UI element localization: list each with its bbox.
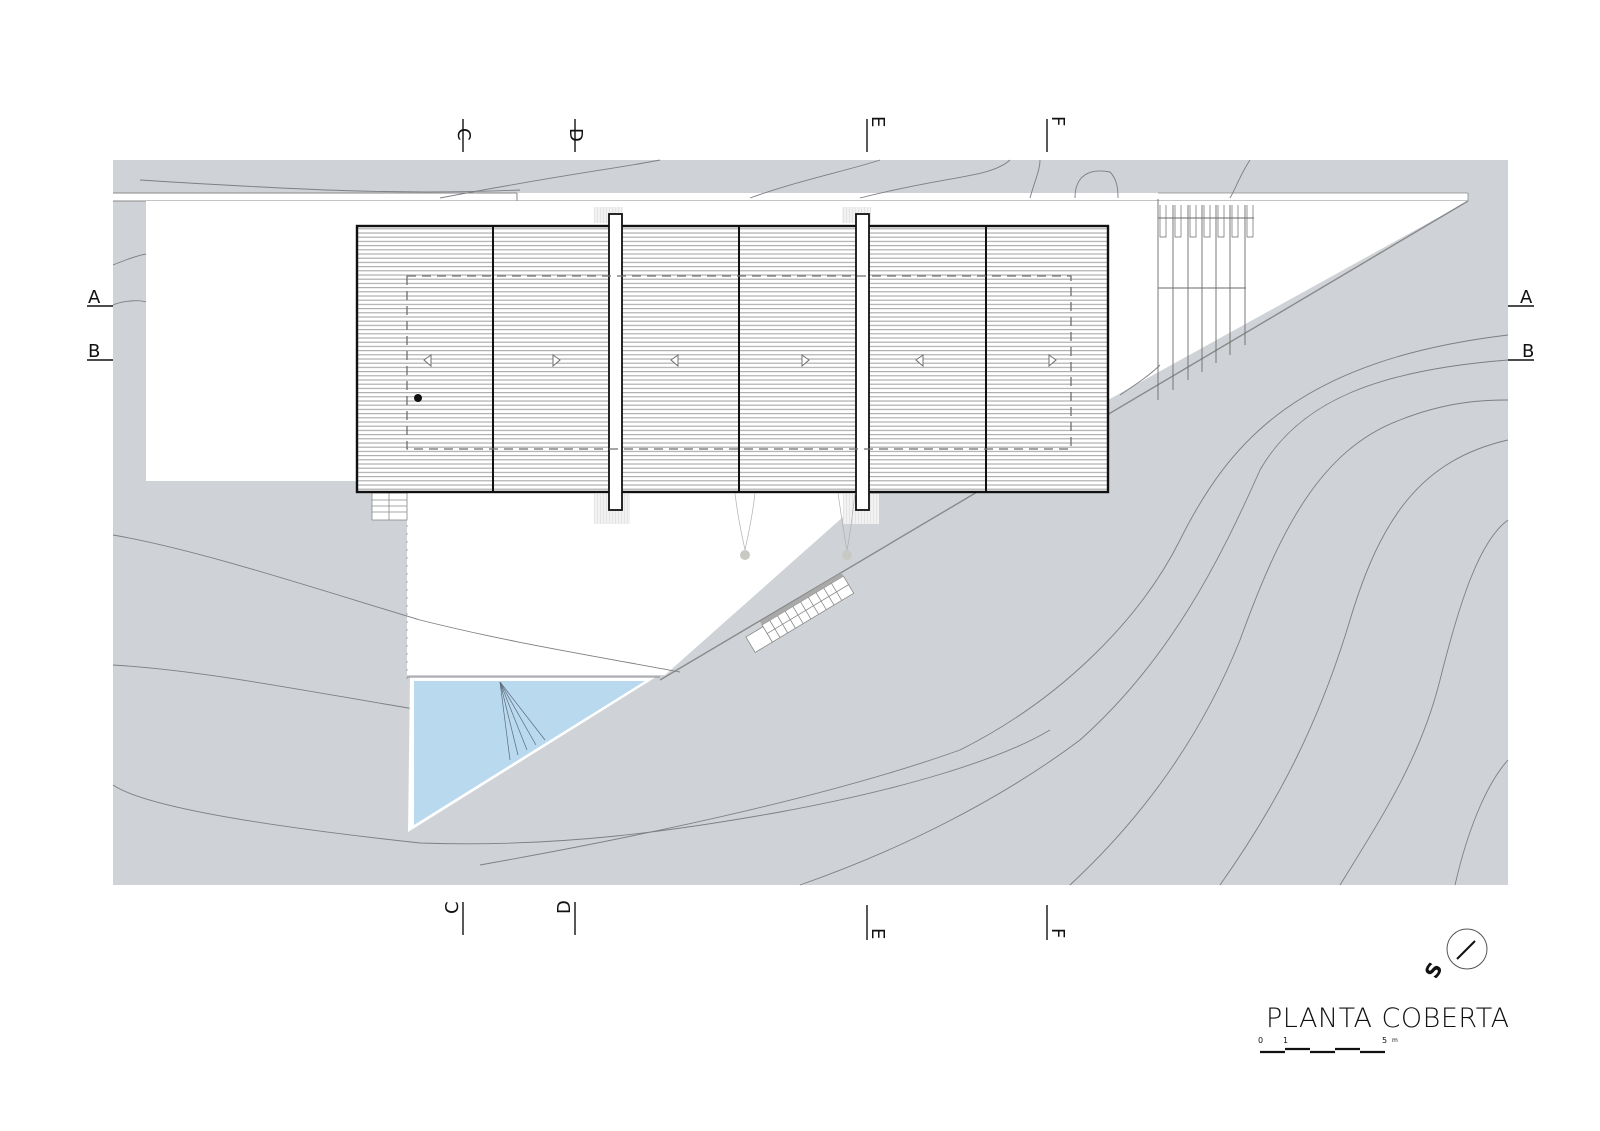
stair-diagonal bbox=[745, 572, 855, 653]
pool bbox=[407, 676, 660, 832]
trees bbox=[734, 492, 856, 560]
section-label-a-right: A bbox=[1520, 287, 1533, 308]
scale-label-0: 0 bbox=[1258, 1036, 1263, 1045]
section-label-b-left: B bbox=[88, 341, 100, 362]
scale-label-5: 5 bbox=[1382, 1036, 1387, 1045]
scale-bar: 0 1 5 m bbox=[1258, 1036, 1398, 1054]
section-label-f-top: F bbox=[1047, 116, 1068, 126]
scale-unit: m bbox=[1392, 1037, 1398, 1044]
north-label: S bbox=[1420, 958, 1448, 982]
section-markers bbox=[87, 119, 1534, 940]
compass-icon: S bbox=[1420, 928, 1488, 983]
section-label-a-left: A bbox=[88, 287, 101, 308]
section-label-c-top: C bbox=[453, 128, 474, 141]
drawing-title: PLANTA COBERTA bbox=[1266, 1003, 1510, 1034]
scale-label-1: 1 bbox=[1283, 1036, 1288, 1045]
section-label-e-top: E bbox=[867, 116, 888, 127]
section-label-d-bottom: D bbox=[554, 900, 575, 914]
pergola bbox=[1157, 199, 1254, 400]
stair-left bbox=[371, 492, 408, 521]
building-roof bbox=[355, 207, 1110, 524]
drain-point bbox=[414, 394, 422, 402]
section-label-c-bottom: C bbox=[442, 901, 463, 914]
section-label-e-bottom: E bbox=[867, 928, 888, 939]
section-label-d-top: D bbox=[565, 128, 586, 142]
section-label-b-right: B bbox=[1522, 341, 1534, 362]
section-label-f-bottom: F bbox=[1047, 928, 1068, 938]
